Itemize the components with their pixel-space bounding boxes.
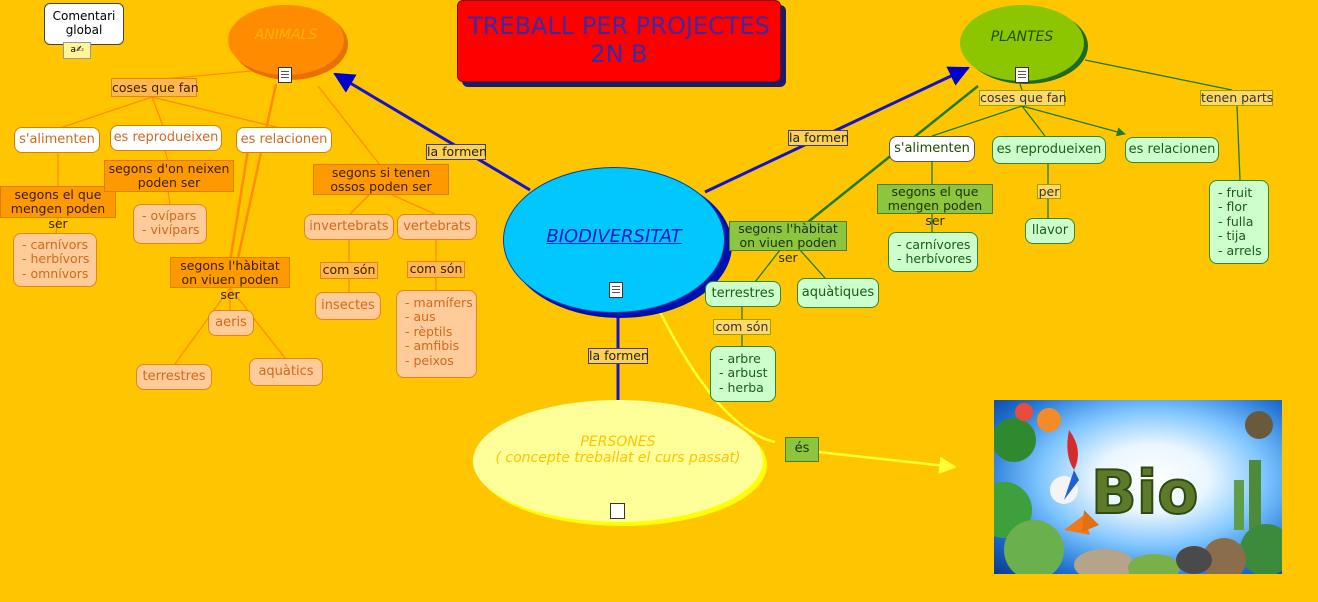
list-item: - flor — [1218, 200, 1268, 214]
plantes-com-son: com són — [713, 319, 771, 335]
document-icon[interactable] — [1015, 67, 1029, 83]
plantes-terrestres-list: - arbre - arbust - herba — [710, 346, 776, 402]
plantes-parts-list: - fruit - flor - fulla - tija - arrels — [1209, 180, 1269, 264]
list-item: - amfibis — [405, 339, 476, 353]
document-icon[interactable] — [609, 282, 623, 298]
plantes-es-relacionen-label: es relacionen — [1129, 143, 1216, 158]
animals-insectes[interactable]: insectes — [315, 292, 381, 320]
global-comment-box[interactable]: Comentari global — [44, 3, 124, 45]
list-item: - carnívors — [22, 238, 96, 252]
list-item: - fulla — [1218, 215, 1268, 229]
animals-es-relacionen-label: es relacionen — [241, 133, 328, 148]
plantes-segons-habitat: segons l'hàbitat on viuen poden ser — [729, 221, 847, 251]
bio-image: Bio — [994, 400, 1282, 574]
list-item: - ovípars — [142, 209, 206, 223]
connector-la-formen-plantes: la formen — [788, 130, 848, 146]
comment-note-icon[interactable]: a✍ — [63, 42, 91, 59]
plantes-salimenten[interactable]: s'alimenten — [889, 136, 975, 162]
document-icon[interactable] — [278, 67, 292, 83]
animals-vertebrats-label: vertebrats — [403, 220, 471, 235]
plantes-terrestres[interactable]: terrestres — [705, 281, 781, 307]
plantes-aquatiques[interactable]: aquàtiques — [797, 278, 879, 308]
animals-com-son-2: com són — [407, 261, 465, 278]
title-line2: 2N B — [590, 41, 647, 69]
list-item: - tija — [1218, 229, 1268, 243]
list-item: - arrels — [1218, 244, 1268, 258]
plantes-coses-que-fan: coses que fan — [979, 90, 1065, 106]
plantes-es-reprodueixen-label: es reprodueixen — [997, 143, 1102, 158]
list-item: - herbívors — [22, 252, 96, 266]
connector-la-formen-animals: la formen — [426, 144, 486, 160]
center-label[interactable]: BIODIVERSITAT — [546, 227, 681, 248]
plantes-alimentacio-list: - carnívores - herbívores — [888, 232, 978, 272]
list-item: - herba — [719, 381, 775, 395]
animals-es-reprodueixen-label: es reprodueixen — [114, 131, 219, 146]
persones-line1: PERSONES — [580, 434, 655, 450]
plantes-terrestres-label: terrestres — [712, 287, 775, 302]
submap-icon[interactable] — [610, 503, 625, 519]
animals-aeris-label: aeris — [215, 316, 247, 331]
connector-es-label: és — [795, 442, 810, 457]
title-line1: TREBALL PER PROJECTES — [468, 13, 770, 41]
animals-neixen-list: - ovípars - vivípars — [133, 204, 207, 244]
animals-com-son-1: com són — [320, 262, 378, 279]
global-comment-label: Comentari global — [45, 10, 123, 38]
title-box: TREBALL PER PROJECTES 2N B — [457, 0, 781, 82]
animals-insectes-label: insectes — [321, 299, 375, 314]
animals-label: ANIMALS — [255, 27, 318, 43]
list-item: - rèptils — [405, 325, 476, 339]
plantes-per: per — [1037, 184, 1061, 199]
animals-segons-el-que: segons el que mengen poden ser — [0, 186, 116, 218]
list-item: - fruit — [1218, 186, 1268, 200]
animals-segons-don-neixen: segons d'on neixen poden ser — [104, 160, 234, 192]
animals-salimenten-label: s'alimenten — [19, 133, 95, 148]
persones-line2: ( concepte treballat el curs passat) — [495, 450, 740, 466]
list-item: - mamífers — [405, 296, 476, 310]
list-item: - omnívors — [22, 267, 96, 281]
animals-salimenten[interactable]: s'alimenten — [14, 127, 100, 153]
animals-segons-ossos: segons si tenen ossos poden ser — [313, 164, 449, 195]
bio-image-art: Bio — [994, 400, 1282, 574]
plantes-es-reprodueixen[interactable]: es reprodueixen — [992, 136, 1106, 164]
list-item: - vivípars — [142, 223, 206, 237]
animals-es-reprodueixen[interactable]: es reprodueixen — [110, 125, 222, 151]
plantes-llavor-label: llavor — [1032, 224, 1068, 239]
connector-es: és — [785, 437, 819, 462]
list-item: - carnívores — [897, 238, 977, 252]
list-item: - arbust — [719, 366, 775, 380]
animals-aquatics-label: aquàtics — [258, 365, 313, 380]
animals-vertebrats[interactable]: vertebrats — [397, 214, 477, 240]
plantes-tenen-parts: tenen parts — [1200, 90, 1273, 106]
list-item: - aus — [405, 310, 476, 324]
plantes-aquatiques-label: aquàtiques — [802, 286, 874, 301]
plantes-es-relacionen[interactable]: es relacionen — [1125, 137, 1219, 163]
foliage-right — [1202, 411, 1282, 574]
connector-la-formen-persones: la formen — [588, 348, 648, 364]
list-item: - peixos — [405, 354, 476, 368]
animals-node[interactable]: ANIMALS — [228, 5, 344, 75]
animals-alimentacio-list: - carnívors - herbívors - omnívors — [13, 233, 97, 287]
animals-invertebrats-label: invertebrats — [309, 220, 388, 235]
animals-terrestres[interactable]: terrestres — [136, 364, 212, 390]
plantes-llavor[interactable]: llavor — [1025, 218, 1075, 244]
list-item: - herbívores — [897, 252, 977, 266]
animals-es-relacionen[interactable]: es relacionen — [236, 127, 332, 153]
animals-vertebrats-list: - mamífers - aus - rèptils - amfibis - p… — [396, 290, 477, 378]
plantes-label: PLANTES — [991, 29, 1054, 45]
list-item: - arbre — [719, 352, 775, 366]
animals-coses-que-fan: coses que fan — [111, 78, 197, 97]
animals-terrestres-label: terrestres — [143, 370, 206, 385]
animals-aeris[interactable]: aeris — [208, 310, 254, 336]
plantes-salimenten-label: s'alimenten — [894, 142, 970, 157]
animals-segons-habitat: segons l'hàbitat on viuen poden ser — [170, 257, 290, 288]
animals-aquatics[interactable]: aquàtics — [249, 358, 323, 386]
animals-invertebrats[interactable]: invertebrats — [304, 214, 394, 240]
bio-word: Bio — [1091, 458, 1199, 528]
plantes-segons-el-que: segons el que mengen poden ser — [877, 184, 993, 214]
